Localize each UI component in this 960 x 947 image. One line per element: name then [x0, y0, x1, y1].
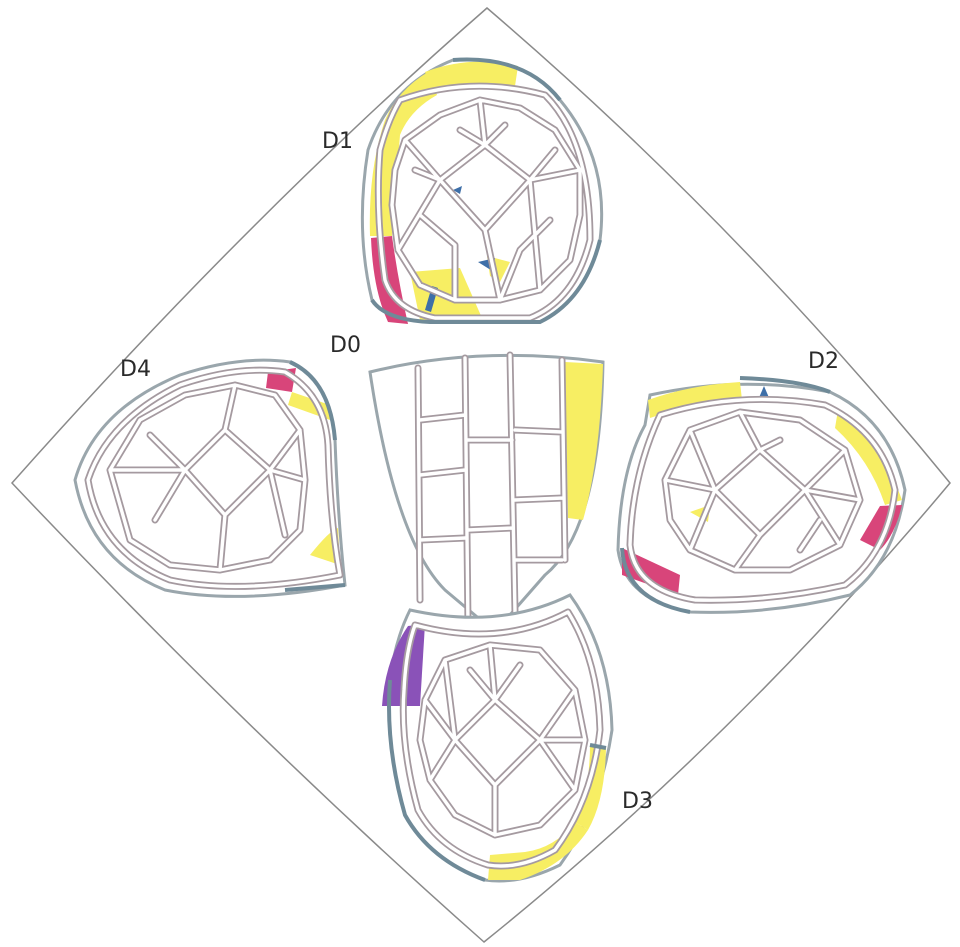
section-d0: D0	[330, 333, 603, 632]
section-d4: D4	[75, 357, 345, 596]
section-d3: D3	[382, 595, 653, 881]
section-d2: D2	[618, 349, 905, 612]
label-d1: D1	[322, 129, 353, 154]
section-d1: D1	[322, 60, 602, 325]
label-d3: D3	[622, 789, 653, 814]
label-d4: D4	[120, 357, 151, 382]
d0-yellow-column	[565, 362, 603, 520]
label-d2: D2	[808, 349, 839, 374]
label-d0: D0	[330, 333, 361, 358]
